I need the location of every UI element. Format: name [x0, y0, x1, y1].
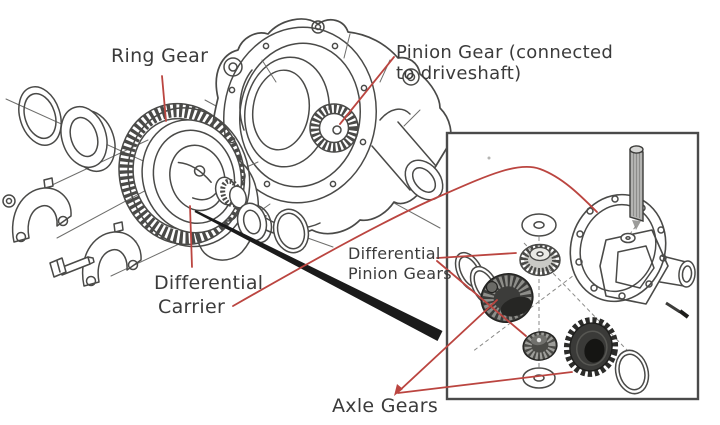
differential-carrier-pointer-line — [189, 205, 193, 268]
pinion-gears-pointer-upper — [436, 252, 517, 259]
differential-pinion-gears-label-line1: Differential — [348, 244, 441, 263]
carrier-bearing-drawing — [214, 176, 310, 254]
cross-pin-drawing — [620, 145, 644, 244]
differential-carrier-label-line2: Carrier — [158, 296, 226, 318]
upper-spider-gear-drawing — [519, 243, 561, 277]
stray-mark — [487, 156, 491, 160]
differential-carrier-label: Differential Carrier — [154, 271, 263, 319]
bearing-caps-drawing — [2, 177, 142, 287]
annotation-lines — [161, 56, 598, 396]
pinion-seal-rings-drawing — [18, 86, 116, 173]
inset-box — [445, 131, 700, 401]
axle-housing-drawing — [210, 18, 452, 236]
ring-gear-label: Ring Gear — [111, 45, 209, 67]
differential-pinion-gears-label: Differential Pinion Gears — [348, 244, 452, 284]
pinion-gear-label-line2: to driveshaft) — [396, 63, 522, 84]
axle-gear-drawing — [563, 317, 619, 377]
pinion-nose-drawing — [371, 108, 444, 201]
differential-carrier-label-line1: Differential — [154, 272, 264, 294]
pinion-gear-label: Pinion Gear (connected to driveshaft) — [396, 42, 613, 84]
small-spider-gear-drawing — [522, 331, 558, 361]
axle-gears-arrowhead — [394, 384, 403, 396]
inset-right-oring-drawing — [614, 349, 650, 395]
ring-gear-pointer-line — [161, 75, 167, 122]
pinion-gear-label-line1: Pinion Gear (connected — [396, 42, 614, 63]
pinion-gear-pointer-line — [339, 56, 395, 125]
cap-bolt-drawing — [49, 256, 95, 278]
pinion-gears-pointer-lower — [436, 260, 527, 337]
axle-gears-pointer-lower — [397, 371, 573, 394]
inset-highlight-stroke — [194, 210, 443, 341]
axle-gears-pointer-upper — [397, 299, 498, 393]
ring-gear-drawing — [118, 102, 251, 248]
differential-carrier-inset-curve — [232, 165, 598, 307]
axle-gears-label: Axle Gears — [332, 395, 439, 417]
top-washer-drawing — [521, 213, 557, 237]
main-exploded-view — [2, 18, 452, 341]
differential-pinion-gears-label-line2: Pinion Gears — [348, 264, 452, 283]
